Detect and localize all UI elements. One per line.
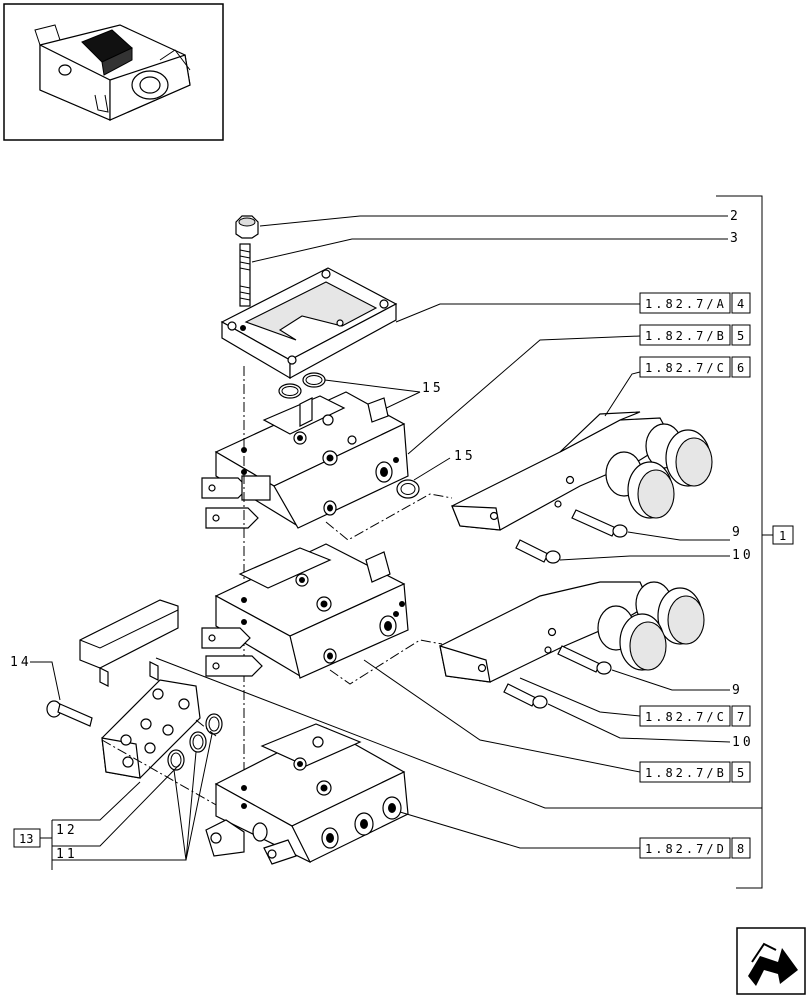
group-bracket-13: 13 12 11 (13, 733, 213, 870)
fitting-block-upper (451, 411, 713, 531)
svg-text:1.82.7/C: 1.82.7/C (645, 361, 727, 375)
screw-14 (46, 700, 93, 727)
nut-part-2 (235, 215, 259, 239)
reference-row[interactable]: 1.82.7/C 7 (639, 705, 751, 727)
svg-text:1.82.7/C: 1.82.7/C (645, 710, 727, 724)
valve-section-lower (205, 723, 409, 865)
reference-row[interactable]: 1.82.7/B 5 (639, 324, 751, 346)
next-page-arrow-icon[interactable] (736, 927, 806, 995)
callout-10-upper: 10 (732, 548, 754, 563)
callout-10-lower: 10 (732, 735, 754, 750)
svg-text:5: 5 (737, 766, 744, 780)
flange-plate-12 (101, 679, 201, 779)
svg-text:7: 7 (737, 710, 744, 724)
screw-9-upper (571, 509, 628, 538)
svg-text:4: 4 (737, 297, 744, 311)
screw-10-upper (515, 539, 561, 564)
fitting-block-lower (439, 581, 705, 683)
cover-plate (220, 267, 398, 380)
svg-text:1.82.7/B: 1.82.7/B (645, 766, 727, 780)
group-bracket-1: 1 (716, 195, 794, 889)
reference-row[interactable]: 1.82.7/B 5 (639, 761, 751, 783)
callout-15b: 15 (454, 449, 476, 464)
stud-part-3 (239, 243, 251, 307)
reference-list: 1.82.7/A 4 1.82.7/B 5 1.82.7/C 6 1.82.7/… (639, 292, 751, 859)
callout-9-lower: 9 (732, 683, 743, 698)
reference-row[interactable]: 1.82.7/D 8 (639, 837, 751, 859)
svg-text:1.82.7/D: 1.82.7/D (645, 842, 727, 856)
o-ring-15-side (396, 479, 420, 499)
svg-text:5: 5 (737, 329, 744, 343)
callout-9-upper: 9 (732, 525, 743, 540)
valve-section-upper (201, 391, 409, 529)
callout-2: 2 (730, 209, 741, 224)
svg-text:1.82.7/B: 1.82.7/B (645, 329, 727, 343)
callout-14: 14 (10, 655, 32, 670)
svg-text:8: 8 (737, 842, 744, 856)
screw-10-lower (503, 683, 548, 709)
bracket-plate (79, 599, 179, 687)
callout-15a: 15 (422, 381, 444, 396)
svg-text:6: 6 (737, 361, 744, 375)
o-rings-11 (167, 713, 223, 771)
callout-1: 1 (779, 529, 786, 543)
assembly-thumbnail-icon (3, 3, 224, 141)
svg-text:1.82.7/A: 1.82.7/A (645, 297, 727, 311)
callout-13: 13 (19, 832, 33, 846)
callout-12: 12 (56, 823, 78, 838)
callout-11: 11 (56, 847, 78, 862)
screw-9-lower (557, 645, 612, 675)
reference-row[interactable]: 1.82.7/C 6 (639, 356, 751, 378)
valve-section-middle (201, 543, 409, 679)
reference-row[interactable]: 1.82.7/A 4 (639, 292, 751, 314)
callout-3: 3 (730, 231, 741, 246)
